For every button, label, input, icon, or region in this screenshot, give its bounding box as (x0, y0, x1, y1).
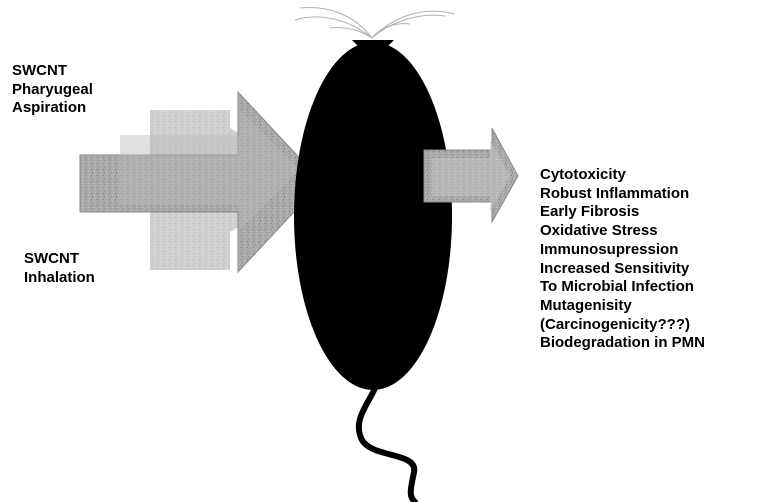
effect-item: Immunosupression (540, 241, 705, 260)
effect-item: Cytotoxicity (540, 166, 705, 185)
aspiration-label-line-2: Pharyugeal (12, 81, 93, 100)
aspiration-label: SWCNT Pharyugeal Aspiration (12, 62, 93, 118)
inhalation-label: SWCNT Inhalation (24, 250, 95, 287)
effect-item: To Microbial Infection (540, 278, 705, 297)
effect-item: Oxidative Stress (540, 222, 705, 241)
aspiration-label-line-1: SWCNT (12, 62, 93, 81)
aspiration-label-line-3: Aspiration (12, 99, 93, 118)
effect-item: Early Fibrosis (540, 203, 705, 222)
organism-tail (359, 386, 415, 502)
effect-item: Robust Inflammation (540, 185, 705, 204)
inhalation-label-line-1: SWCNT (24, 250, 95, 269)
flagella-top (295, 8, 455, 38)
effect-item: Biodegradation in PMN (540, 334, 705, 353)
organism-body (294, 42, 452, 390)
effect-item: Mutagenisity (540, 297, 705, 316)
effect-item: (Carcinogenicity???) (540, 316, 705, 335)
effects-list: Cytotoxicity Robust Inflammation Early F… (540, 166, 705, 353)
effect-item: Increased Sensitivity (540, 260, 705, 279)
inhalation-label-line-2: Inhalation (24, 269, 95, 288)
